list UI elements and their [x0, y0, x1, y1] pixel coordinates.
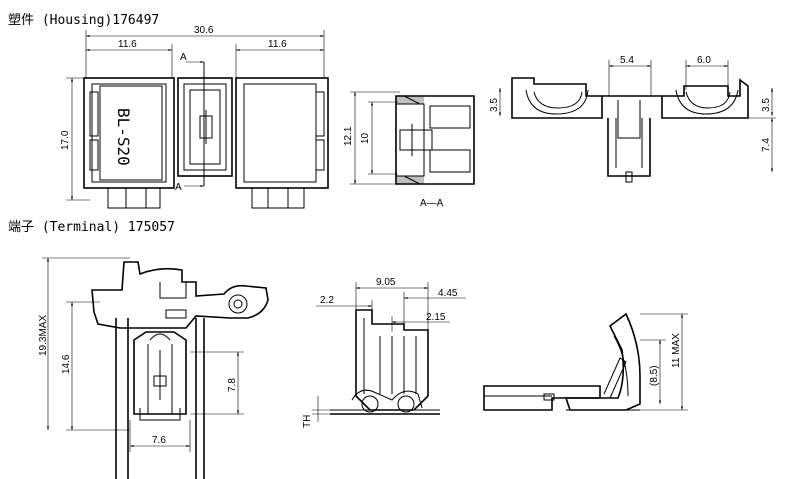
housing-front-view: 30.6 11.6 11.6 17.0 BL-S20 A A [60, 25, 329, 209]
terminal-title: 端子 (Terminal) 175057 [8, 220, 175, 235]
dim-front-total: 9.05 [376, 277, 396, 288]
dim-front-inner: 2.15 [426, 312, 446, 323]
section-label: A—A [420, 198, 444, 209]
dim-front-right: 4.45 [438, 288, 458, 299]
dim-height: 17.0 [60, 130, 71, 150]
dim-side-lower: 7.4 [761, 138, 772, 152]
section-letter-bottom: A [175, 182, 182, 193]
dim-side-left: 5.4 [620, 55, 634, 66]
terminal-side-view: 11 MAX (8.5) [483, 312, 688, 411]
housing-title: 塑件 (Housing)176497 [8, 13, 159, 28]
dim-section-inner: 10 [360, 132, 371, 144]
dim-right-width: 11.6 [268, 39, 287, 50]
dim-thickness-label: TH [302, 415, 313, 428]
housing-side-view: 5.4 6.0 3.5 3.5 7.4 [489, 55, 776, 183]
terminal-mid-view: 9.05 2.2 4.45 2.15 TH [302, 277, 466, 428]
dim-terminal-height: 14.6 [61, 354, 72, 374]
dim-side-ref: (8.5) [649, 365, 660, 386]
dim-barrel-height: 7.8 [227, 378, 238, 392]
part-mark: BL-S20 [114, 108, 133, 166]
dim-side-height-right: 3.5 [761, 98, 772, 112]
dim-front-left: 2.2 [320, 295, 334, 306]
dim-left-width: 11.6 [118, 39, 137, 50]
dim-overall-width: 30.6 [194, 25, 214, 36]
dim-side-height-left: 3.5 [489, 98, 500, 112]
housing-section-view: 12.1 10 A—A [343, 91, 475, 209]
dim-section-outer: 12.1 [343, 126, 354, 146]
section-letter-top: A [180, 52, 187, 63]
dim-terminal-total: 19.3MAX [38, 315, 49, 356]
dim-side-right: 6.0 [697, 55, 711, 66]
dim-terminal-width: 7.6 [152, 435, 166, 446]
terminal-front-view: 19.3MAX 14.6 7.8 7.6 [38, 257, 269, 479]
dim-side-height: 11 MAX [671, 333, 682, 368]
